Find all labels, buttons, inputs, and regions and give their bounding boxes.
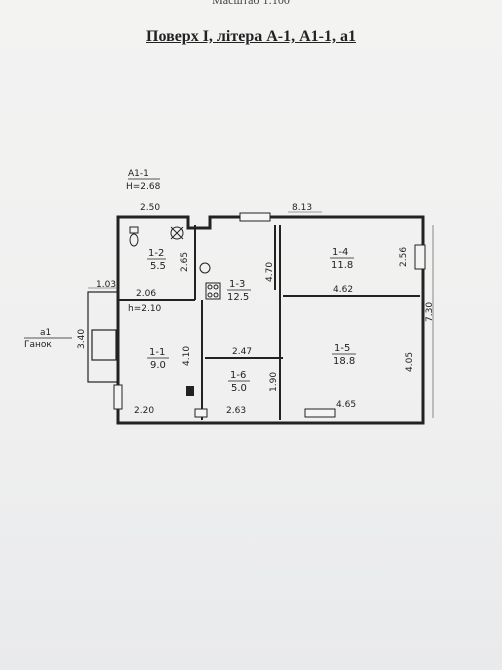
room-area-1-5: 18.8 — [333, 356, 355, 367]
dim-263: 2.63 — [226, 406, 246, 416]
toilet-icon — [129, 226, 139, 247]
stove-icon — [205, 282, 221, 300]
partitions — [118, 225, 420, 420]
page-title: Поверх І, літера А-1, А1-1, а1 — [146, 28, 356, 45]
dim-730: 7.30 — [425, 302, 435, 322]
porch-width: 1.03 — [96, 280, 116, 290]
room-area-1-3-val: 12.5 — [227, 292, 249, 303]
porch-length: 3.40 — [77, 329, 87, 349]
dim-190: 1.90 — [269, 372, 279, 392]
room-id-1-6: 1-6 — [230, 370, 246, 381]
room-id-1-5: 1-5 — [334, 343, 350, 354]
room-area-1-2: 5.5 — [150, 261, 166, 272]
dim-410: 4.10 — [182, 346, 192, 366]
dim-265: 2.65 — [180, 252, 190, 272]
dim-462: 4.62 — [333, 285, 353, 295]
dim-247: 2.47 — [232, 347, 252, 357]
dim-256: 2.56 — [399, 247, 409, 267]
room-id-1-3: 1-3 — [229, 279, 245, 290]
dim-h210: h=2.10 — [128, 304, 162, 314]
walls — [116, 215, 425, 425]
porch-code: а1 — [40, 328, 51, 338]
room-area-1-1: 9.0 — [150, 360, 166, 371]
dimension-lines — [88, 211, 434, 418]
dim-470: 4.70 — [265, 262, 275, 282]
dim-405: 4.05 — [405, 352, 415, 372]
dim-206: 2.06 — [136, 289, 156, 299]
dim-250: 2.50 — [140, 203, 160, 213]
room-area-1-6: 5.0 — [231, 383, 247, 394]
annex-height: Н=2.68 — [126, 182, 161, 192]
room-id-1-2: 1-2 — [148, 248, 164, 259]
annex-name: А1-1 — [128, 169, 149, 179]
meter-icon — [199, 262, 211, 274]
dim-465: 4.65 — [336, 400, 356, 410]
radiator-icon — [186, 386, 194, 396]
dim-220: 2.20 — [134, 406, 154, 416]
porch — [87, 291, 119, 383]
porch-name: Ганок — [24, 340, 52, 350]
windows — [113, 212, 426, 418]
room-id-1-4: 1-4 — [332, 247, 348, 258]
room-area-1-4: 11.8 — [331, 260, 353, 271]
scale-note: Масштаб 1:100 — [212, 0, 290, 7]
shower-icon — [170, 226, 184, 240]
room-id-1-1: 1-1 — [149, 347, 165, 358]
dim-813: 8.13 — [292, 203, 312, 213]
